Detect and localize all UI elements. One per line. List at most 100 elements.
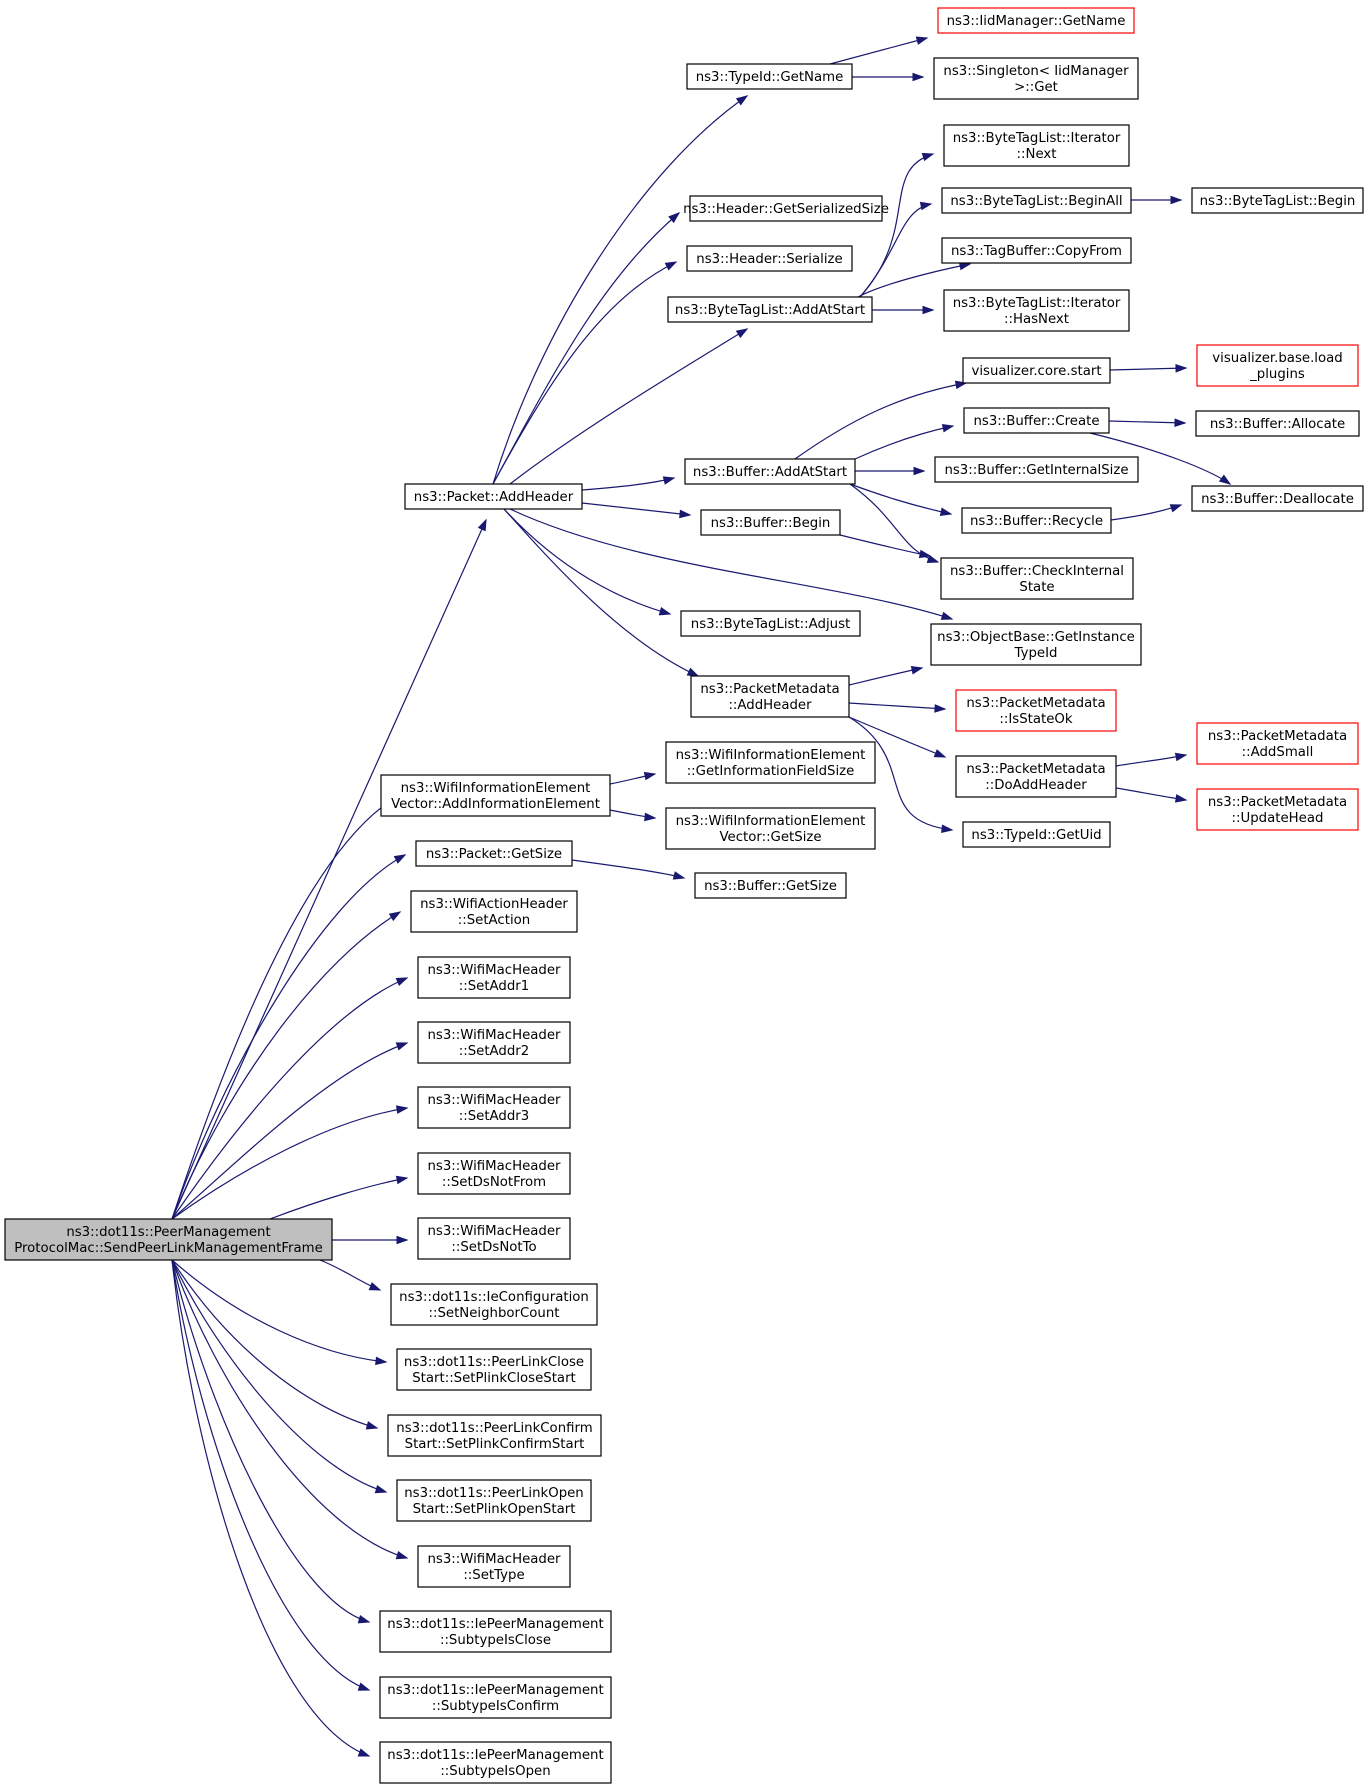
node-hser[interactable]: ns3::Header::Serialize (686, 245, 853, 272)
node-root[interactable]: ns3::dot11s::PeerManagementProtocolMac::… (4, 1218, 333, 1261)
node-wievgs[interactable]: ns3::WifiInformationElementVector::GetSi… (665, 807, 876, 850)
node-pah[interactable]: ns3::Packet::AddHeader (404, 483, 583, 510)
node-tgu[interactable]: ns3::TypeId::GetUid (962, 821, 1111, 848)
edge-brec-to-bdea (1110, 504, 1183, 521)
node-btlba[interactable]: ns3::ByteTagList::BeginAll (941, 187, 1132, 214)
node-wmdnt[interactable]: ns3::WifiMacHeader::SetDsNotTo (417, 1217, 571, 1260)
node-bgis[interactable]: ns3::Buffer::GetInternalSize (934, 456, 1139, 483)
node-iecfg[interactable]: ns3::dot11s::IeConfiguration::SetNeighbo… (390, 1283, 598, 1326)
node-box (1196, 722, 1359, 765)
node-label: Start::SetPlinkConfirmStart (405, 1437, 585, 1452)
node-box (930, 623, 1142, 666)
arrowhead-icon (395, 977, 409, 987)
node-btlin[interactable]: ns3::ByteTagList::Iterator::Next (943, 124, 1130, 167)
node-tgn[interactable]: ns3::TypeId::GetName (686, 63, 853, 90)
arrowhead-icon (913, 466, 926, 476)
node-box (417, 1152, 571, 1195)
node-bcre[interactable]: ns3::Buffer::Create (963, 407, 1110, 434)
node-pgs[interactable]: ns3::Packet::GetSize (415, 840, 573, 867)
node-bdea[interactable]: ns3::Buffer::Deallocate (1191, 485, 1364, 512)
arrowhead-icon (388, 911, 402, 922)
edge-line (581, 477, 675, 491)
node-wiegif[interactable]: ns3::WifiInformationElement::GetInformat… (665, 741, 876, 784)
node-plos[interactable]: ns3::dot11s::PeerLinkOpenStart::SetPlink… (396, 1479, 592, 1522)
edge-line (571, 859, 685, 879)
edge-line (171, 1259, 378, 1429)
arrowhead-icon (686, 667, 700, 677)
node-label: ns3::WifiMacHeader (427, 1552, 561, 1567)
node-label: ::SetAction (458, 913, 530, 928)
node-label: ns3::Buffer::CheckInternal (950, 564, 1124, 579)
node-box (940, 557, 1134, 600)
arrowhead-icon (365, 1421, 379, 1430)
node-tbcf[interactable]: ns3::TagBuffer::CopyFrom (941, 237, 1132, 264)
node-pmiso[interactable]: ns3::PacketMetadata::IsStateOk (955, 689, 1117, 732)
edge-pah-to-hgss (492, 212, 681, 485)
node-bgs[interactable]: ns3::Buffer::GetSize (694, 872, 847, 899)
node-box (933, 57, 1139, 100)
node-wmdnf[interactable]: ns3::WifiMacHeader::SetDsNotFrom (417, 1152, 571, 1195)
node-hgss[interactable]: ns3::Header::GetSerializedSize (683, 195, 889, 222)
arrowhead-icon (643, 771, 657, 781)
node-wma2[interactable]: ns3::WifiMacHeader::SetAddr2 (417, 1021, 571, 1064)
edge-baas-to-vcs (794, 380, 968, 460)
arrowhead-icon (395, 1105, 409, 1114)
node-label: ns3::Buffer::Allocate (1210, 417, 1345, 432)
node-vcs[interactable]: visualizer.core.start (962, 357, 1111, 384)
arrowhead-icon (396, 1235, 409, 1245)
node-pmah[interactable]: ns3::PacketMetadata::AddHeader (690, 675, 850, 718)
node-box (690, 675, 850, 718)
node-wahsa[interactable]: ns3::WifiActionHeader::SetAction (410, 890, 578, 933)
edge-root-to-sic (171, 1259, 371, 1624)
node-label: ns3::dot11s::IePeerManagement (387, 1748, 603, 1763)
node-bbeg[interactable]: ns3::Buffer::Begin (700, 509, 841, 536)
edge-root-to-wmst (171, 1259, 409, 1560)
node-plcfs[interactable]: ns3::dot11s::PeerLinkConfirmStart::SetPl… (387, 1414, 602, 1457)
node-box (379, 1610, 612, 1653)
node-sio[interactable]: ns3::dot11s::IePeerManagement::SubtypeIs… (379, 1741, 612, 1784)
node-sic[interactable]: ns3::dot11s::IePeerManagement::SubtypeIs… (379, 1610, 612, 1653)
call-graph-edges (171, 36, 1232, 1757)
node-pmdah[interactable]: ns3::PacketMetadata::DoAddHeader (955, 755, 1117, 798)
node-box (396, 1479, 592, 1522)
node-label: ns3::PacketMetadata (700, 682, 839, 697)
node-btlihn[interactable]: ns3::ByteTagList::Iterator::HasNext (943, 289, 1130, 332)
node-label: ns3::Packet::AddHeader (414, 490, 574, 505)
node-baas[interactable]: ns3::Buffer::AddAtStart (684, 458, 856, 485)
node-box (955, 755, 1117, 798)
node-plcs[interactable]: ns3::dot11s::PeerLinkCloseStart::SetPlin… (396, 1348, 592, 1391)
node-brec[interactable]: ns3::Buffer::Recycle (961, 507, 1112, 534)
edge-pgs-to-bgs (571, 859, 686, 880)
node-wma1[interactable]: ns3::WifiMacHeader::SetAddr1 (417, 956, 571, 999)
node-box (4, 1218, 333, 1261)
node-label: ns3::WifiMacHeader (427, 1093, 561, 1108)
node-pmuh[interactable]: ns3::PacketMetadata::UpdateHead (1196, 788, 1359, 831)
node-btlb[interactable]: ns3::ByteTagList::Begin (1191, 187, 1364, 214)
node-wiev[interactable]: ns3::WifiInformationElementVector::AddIn… (380, 774, 611, 817)
node-pmas[interactable]: ns3::PacketMetadata::AddSmall (1196, 722, 1359, 765)
edge-pah-to-baas (581, 476, 676, 491)
node-label: ::SetDsNotFrom (442, 1175, 546, 1190)
edge-line (171, 1259, 408, 1559)
node-box (962, 357, 1111, 384)
node-btlaas[interactable]: ns3::ByteTagList::AddAtStart (667, 296, 873, 323)
node-label: ns3::dot11s::PeerLinkOpen (404, 1486, 584, 1501)
node-ball[interactable]: ns3::Buffer::Allocate (1195, 410, 1360, 437)
edge-line (171, 1259, 370, 1757)
node-vblp[interactable]: visualizer.base.load_plugins (1196, 344, 1359, 387)
node-iimgn[interactable]: ns3::IidManager::GetName (937, 7, 1135, 34)
node-sing[interactable]: ns3::Singleton< IidManager>::Get (933, 57, 1139, 100)
node-wmst[interactable]: ns3::WifiMacHeader::SetType (417, 1545, 571, 1588)
node-label: ns3::WifiInformationElement (676, 814, 866, 829)
node-btladj[interactable]: ns3::ByteTagList::Adjust (680, 610, 861, 637)
node-wma3[interactable]: ns3::WifiMacHeader::SetAddr3 (417, 1086, 571, 1129)
edge-pmdah-to-pmuh (1115, 787, 1188, 803)
node-box (390, 1283, 598, 1326)
node-label: ::GetInformationFieldSize (687, 764, 855, 779)
node-sicf[interactable]: ns3::dot11s::IePeerManagement::SubtypeIs… (379, 1676, 612, 1719)
edge-root-to-wiev (171, 794, 402, 1220)
node-label: ns3::ByteTagList::Iterator (953, 296, 1121, 311)
edge-line (509, 508, 953, 620)
